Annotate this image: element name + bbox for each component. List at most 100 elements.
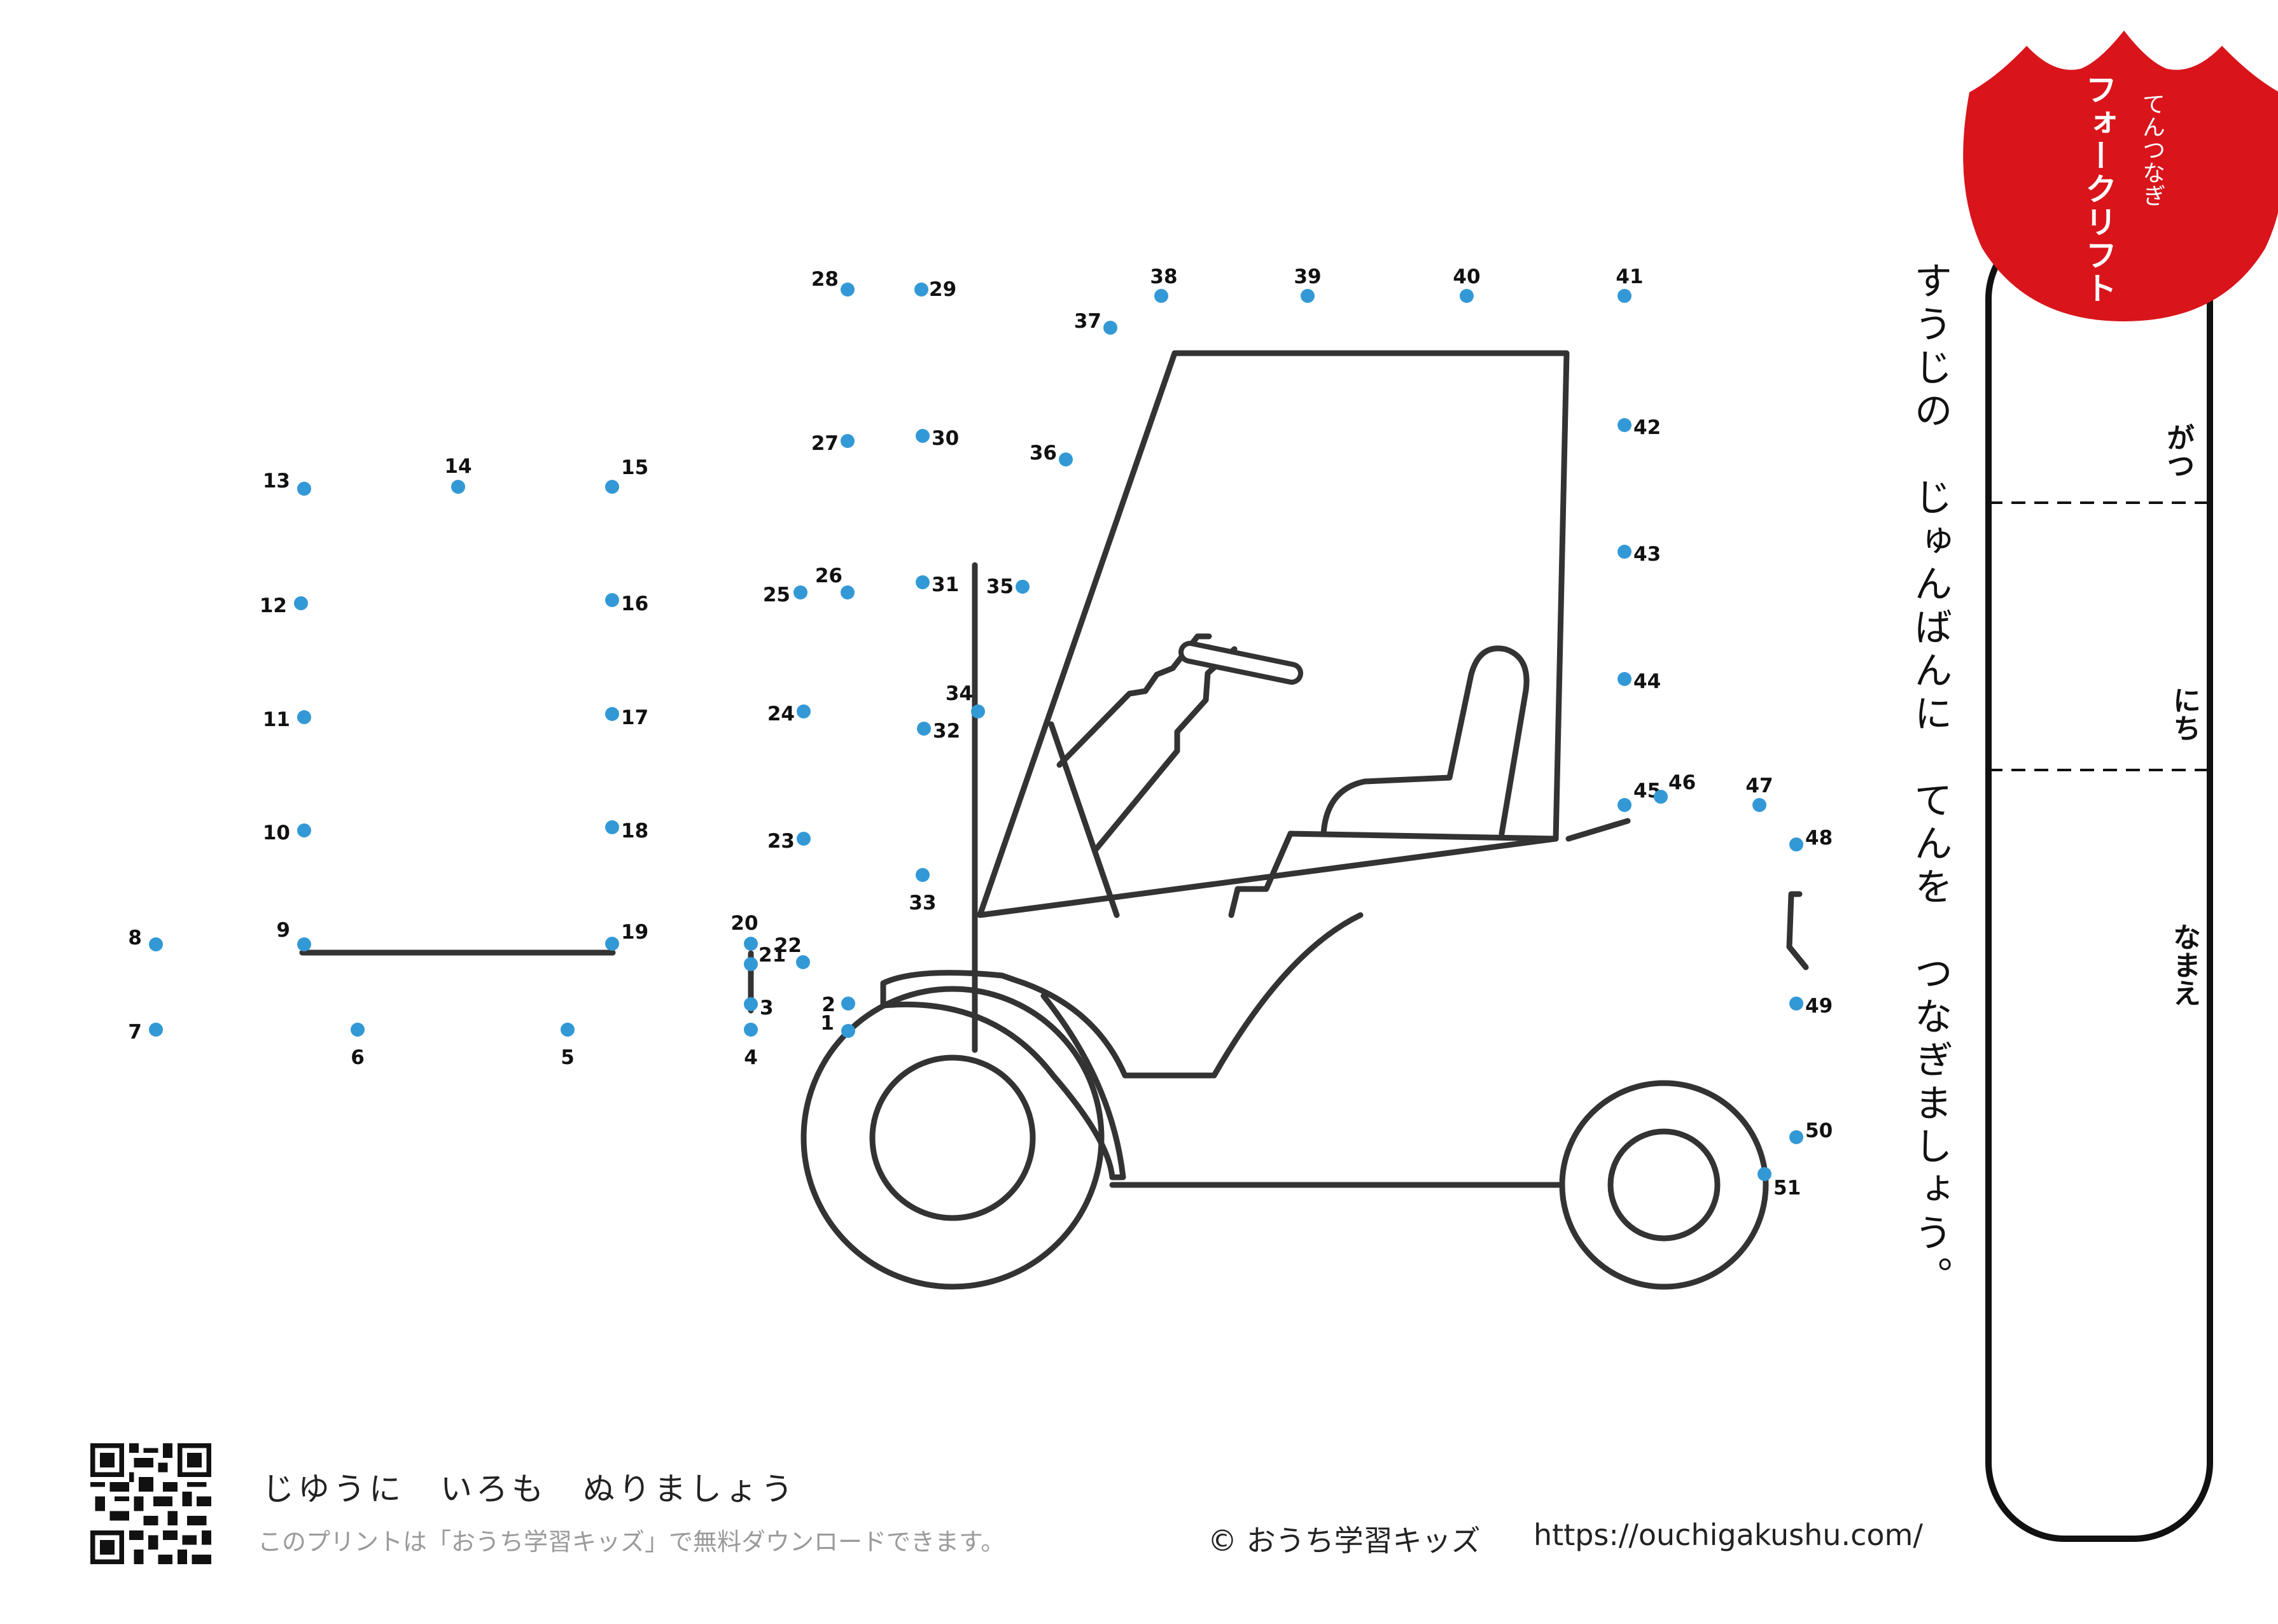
instruction-text: すうじの じゅんばんに てんを つなぎましょう。 [1908,261,1952,1299]
dot-1[interactable] [841,1024,855,1038]
dot-label-10: 10 [263,822,290,844]
dot-26[interactable] [841,585,855,599]
dot-19[interactable] [605,937,619,951]
dot-50[interactable] [1789,1130,1803,1144]
dot-label-39: 39 [1294,265,1321,288]
field-day-label: にち [2168,686,2200,742]
dot-label-50: 50 [1805,1119,1833,1142]
dot-21[interactable] [744,957,758,971]
dot-label-19: 19 [621,921,648,944]
dot-24[interactable] [797,704,811,718]
dot-4[interactable] [744,1023,758,1037]
dot-37[interactable] [1103,321,1117,335]
dot-label-5: 5 [561,1046,575,1069]
dot-44[interactable] [1618,672,1632,686]
copyright-text: © おうち学習キッズ [1208,1523,1481,1558]
dot-label-48: 48 [1805,827,1833,850]
dot-5[interactable] [561,1023,575,1037]
dot-label-49: 49 [1805,995,1833,1018]
dot-39[interactable] [1301,289,1315,303]
dot-49[interactable] [1789,997,1803,1011]
dot-label-35: 35 [986,575,1014,598]
dot-48[interactable] [1789,837,1803,851]
dot-label-4: 4 [744,1046,758,1069]
dot-7[interactable] [149,1023,163,1037]
dot-32[interactable] [917,722,931,736]
dot-8[interactable] [149,937,163,951]
dot-23[interactable] [797,832,811,846]
dot-38[interactable] [1154,289,1168,303]
dot-label-36: 36 [1030,442,1057,465]
dot-label-40: 40 [1453,265,1480,288]
name-date-panel [1985,220,2213,1542]
dot-51[interactable] [1757,1167,1771,1181]
dot-33[interactable] [916,868,930,882]
dot-label-16: 16 [621,592,648,615]
dot-label-31: 31 [932,573,959,596]
dot-41[interactable] [1618,289,1632,303]
site-url-link[interactable]: https://ouchigakushu.com/ [1534,1518,1923,1552]
dot-label-22: 22 [774,934,802,957]
dot-label-29: 29 [929,278,956,301]
title-badge [1963,31,2278,321]
dot-14[interactable] [451,480,465,494]
dot-label-2: 2 [821,993,835,1016]
dot-36[interactable] [1059,452,1073,466]
badge-title: フォークリフト [2080,73,2117,305]
dot-47[interactable] [1752,798,1766,812]
dot-label-51: 51 [1773,1177,1801,1200]
dot-35[interactable] [1016,580,1030,594]
dot-15[interactable] [605,480,619,494]
dot-label-12: 12 [260,594,287,617]
dot-label-28: 28 [811,268,839,291]
badge-subtitle: てんつなぎ [2139,92,2165,207]
dot-18[interactable] [605,820,619,834]
dot-2[interactable] [841,997,855,1011]
dot-10[interactable] [297,823,311,837]
dot-label-25: 25 [763,584,790,606]
field-month-label: がつ [2162,423,2194,479]
dot-9[interactable] [297,937,311,951]
dot-11[interactable] [297,710,311,724]
dot-label-27: 27 [811,432,839,455]
dot-6[interactable] [351,1023,365,1037]
dot-22[interactable] [796,955,810,969]
dot-label-43: 43 [1633,543,1661,566]
dot-40[interactable] [1460,289,1474,303]
dot-label-15: 15 [621,456,648,479]
dot-20[interactable] [744,937,758,951]
dot-16[interactable] [605,593,619,607]
dot-43[interactable] [1618,545,1632,559]
dot-28[interactable] [841,283,855,297]
dot-label-41: 41 [1616,265,1643,288]
dot-label-18: 18 [621,820,648,843]
dot-17[interactable] [605,707,619,721]
dot-label-24: 24 [767,703,795,725]
dot-12[interactable] [294,596,308,610]
dot-label-13: 13 [263,470,290,493]
dot-46[interactable] [1654,790,1668,804]
dot-label-9: 9 [276,919,290,942]
dot-30[interactable] [916,429,930,443]
dot-3[interactable] [744,997,758,1011]
dot-label-44: 44 [1633,670,1661,693]
dot-label-14: 14 [444,455,472,478]
print-note: このプリントは「おうち学習キッズ」で無料ダウンロードできます。 [258,1528,1005,1556]
dot-label-21: 21 [758,944,786,967]
dot-29[interactable] [914,283,928,297]
qr-code-icon[interactable] [90,1443,211,1564]
dot-25[interactable] [793,585,807,599]
dot-label-38: 38 [1150,265,1177,288]
dot-label-30: 30 [932,427,959,450]
dot-27[interactable] [841,434,855,448]
dot-label-23: 23 [767,830,795,853]
dot-label-46: 46 [1668,771,1696,794]
dot-42[interactable] [1618,418,1632,432]
color-prompt: じゆうに いろも ぬりましょう [262,1471,797,1508]
dot-label-3: 3 [760,997,774,1019]
dot-31[interactable] [916,575,930,589]
dot-45[interactable] [1618,798,1632,812]
dot-34[interactable] [971,704,985,718]
dot-13[interactable] [297,482,311,496]
dot-label-33: 33 [909,892,936,914]
